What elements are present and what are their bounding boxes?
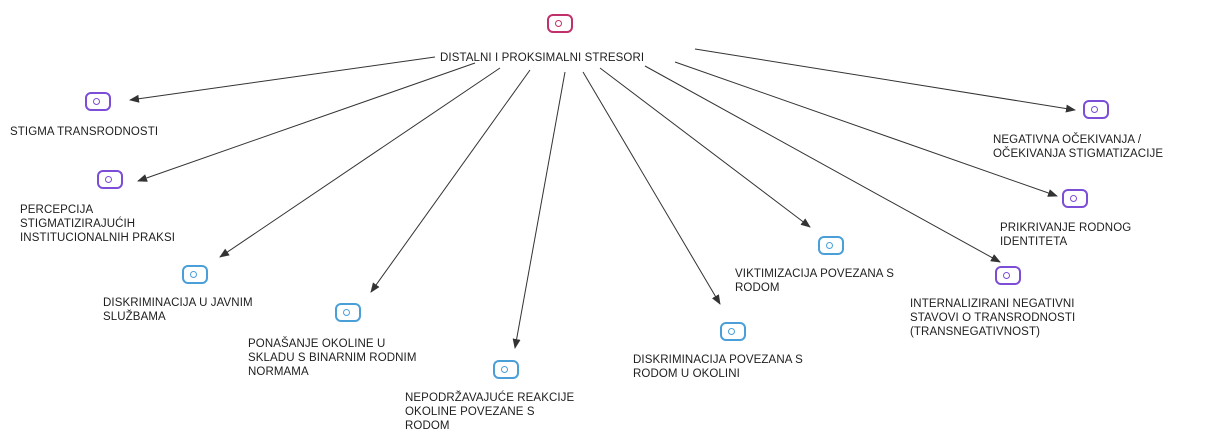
edge-root-to-prikrivanje bbox=[674, 61, 1058, 197]
node-label-nepodrzavajuce: NEPODRŽAVAJUĆE REAKCIJE OKOLINE POVEZANE… bbox=[405, 392, 575, 432]
edge-root-to-negativna-ocekivanja bbox=[694, 48, 1076, 113]
node-icon-negativna-ocekivanja bbox=[1083, 100, 1109, 119]
node-label-internalizirani: INTERNALIZIRANI NEGATIVNI STAVOVI O TRAN… bbox=[910, 298, 1076, 338]
edge-root-to-diskriminacija-okolini bbox=[582, 71, 721, 305]
node-label-ponasanje-okoline: PONAŠANJE OKOLINE U SKLADU S BINARNIM RO… bbox=[248, 338, 417, 378]
node-label-viktimizacija: VIKTIMIZACIJA POVEZANA S RODOM bbox=[735, 268, 894, 294]
node-icon-percepcija bbox=[97, 170, 123, 189]
node-icon-internalizirani bbox=[995, 266, 1021, 285]
node-label-diskriminacija-okolini: DISKRIMINACIJA POVEZANA S RODOM U OKOLIN… bbox=[633, 354, 803, 380]
edge-root-to-diskriminacija-javnim bbox=[219, 67, 501, 258]
edge-root-to-nepodrzavajuce bbox=[512, 71, 566, 349]
node-label-diskriminacija-javnim: DISKRIMINACIJA U JAVNIM SLUŽBAMA bbox=[103, 297, 253, 323]
node-icon-ponasanje-okoline bbox=[335, 303, 361, 322]
root-node-label: DISTALNI I PROKSIMALNI STRESORI bbox=[440, 52, 645, 64]
node-label-stigma-transrodnosti: STIGMA TRANSRODNOSTI bbox=[10, 126, 159, 138]
node-icon-nepodrzavajuce bbox=[493, 360, 519, 379]
node-icon-diskriminacija-okolini bbox=[720, 322, 746, 341]
node-label-prikrivanje: PRIKRIVANJE RODNOG IDENTITETA bbox=[1000, 222, 1132, 248]
node-icon-viktimizacija bbox=[818, 236, 844, 255]
root-node-icon bbox=[547, 14, 573, 33]
node-label-negativna-ocekivanja: NEGATIVNA OČEKIVANJA / OČEKIVANJA STIGMA… bbox=[993, 134, 1164, 160]
edge-root-to-ponasanje-okoline bbox=[370, 69, 531, 293]
edge-root-to-internalizirani bbox=[644, 65, 1001, 263]
node-icon-diskriminacija-javnim bbox=[182, 265, 208, 284]
node-icon-stigma-transrodnosti bbox=[85, 92, 111, 111]
edge-root-to-percepcija bbox=[137, 62, 476, 182]
node-label-percepcija: PERCEPCIJA STIGMATIZIRAJUĆIH INSTITUCION… bbox=[20, 204, 176, 244]
node-icon-prikrivanje bbox=[1062, 189, 1088, 208]
edge-root-to-viktimizacija bbox=[599, 67, 811, 228]
edge-root-to-stigma-transrodnosti bbox=[129, 56, 436, 103]
